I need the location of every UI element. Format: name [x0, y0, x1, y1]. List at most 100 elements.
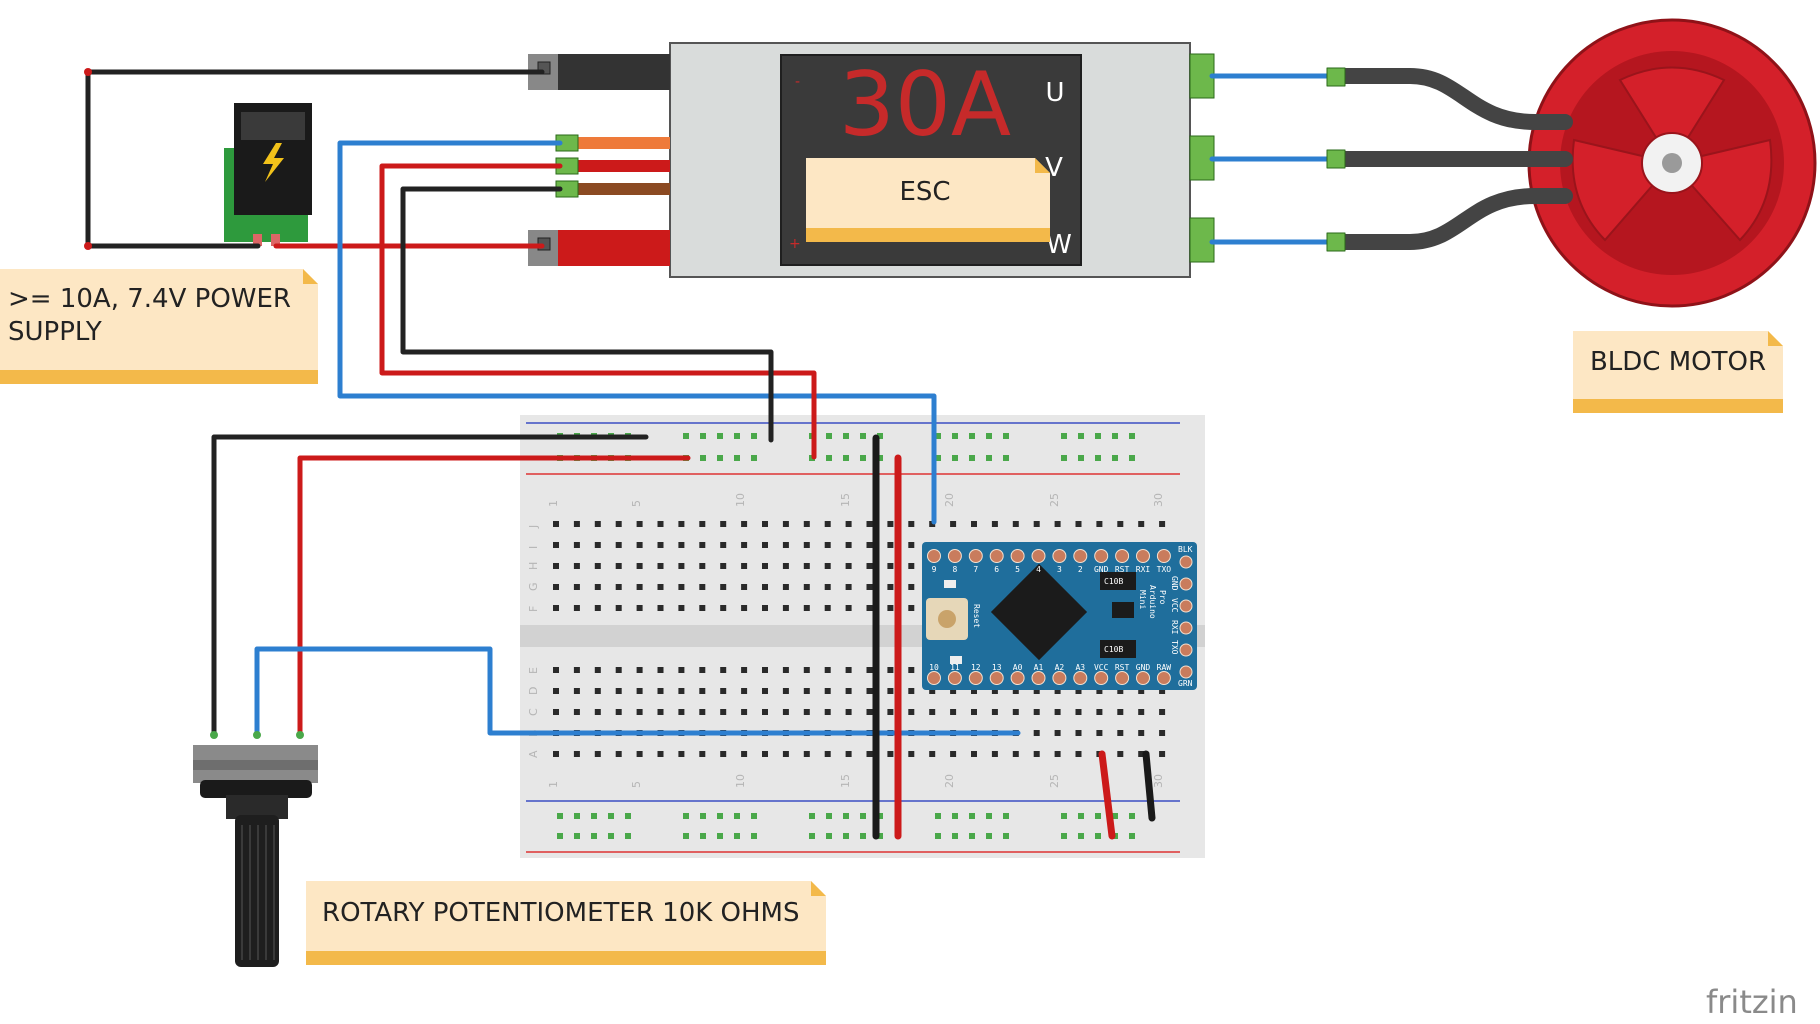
rail-hole [1095, 813, 1101, 819]
microcontroller-chip [990, 563, 1088, 661]
breadboard-hole [887, 521, 894, 527]
rail-hole [1129, 813, 1135, 819]
breadboard-hole [845, 563, 852, 569]
rail-hole [683, 833, 689, 839]
board-text: Arduino [1148, 585, 1157, 619]
arduino-top-pin-label: RXI [1136, 565, 1151, 574]
breadboard-hole [636, 605, 643, 611]
bldc-motor [1527, 18, 1817, 308]
rail-hole [935, 455, 941, 461]
cap-label-bottom: C10B [1104, 645, 1123, 654]
side-label: RXI [1170, 620, 1179, 635]
breadboard-hole [824, 751, 831, 757]
breadboard-hole [950, 521, 957, 527]
esc-bec-positive-lead [576, 160, 670, 172]
rail-hole [809, 813, 815, 819]
rail-hole [751, 433, 757, 439]
breadboard-hole [824, 584, 831, 590]
breadboard-hole [887, 751, 894, 757]
rail-hole [683, 433, 689, 439]
breadboard-hole [845, 542, 852, 548]
arduino-bottom-pin [1094, 671, 1109, 685]
breadboard-hole [741, 605, 748, 611]
pot-ground-wire [211, 434, 649, 738]
rail-hole [700, 433, 706, 439]
rail-hole [860, 455, 866, 461]
esc-label-note: ESC [806, 158, 1050, 242]
rail-hole [986, 433, 992, 439]
esc-rating: 30A [839, 53, 1011, 156]
bb-col-label: 30 [1152, 493, 1165, 507]
bb-row-label: H [527, 562, 540, 570]
breadboard-hole [929, 709, 936, 715]
breadboard-hole [720, 667, 727, 673]
arduino-side-pin [1179, 599, 1193, 613]
rail-hole [935, 433, 941, 439]
arduino-bottom-pin [927, 671, 941, 685]
breadboard-hole [824, 542, 831, 548]
breadboard-hole [991, 688, 998, 694]
breadboard-hole [678, 542, 685, 548]
capacitor-top [1100, 572, 1136, 590]
breadboard-hole [741, 709, 748, 715]
arduino-bottom-pin [1136, 671, 1150, 685]
rail-hole [557, 813, 563, 819]
breadboard-hole [657, 563, 664, 569]
board-text: Mini [1138, 590, 1147, 609]
breadboard-hole [699, 751, 706, 757]
breadboard-hole [1159, 688, 1166, 694]
breadboard-hole [866, 605, 873, 611]
breadboard-hole [657, 605, 664, 611]
arduino-top-pin [989, 549, 1004, 563]
breadboard-hole [762, 542, 768, 548]
arduino-bottom-pin [1156, 671, 1171, 685]
breadboard-hole [741, 521, 748, 527]
bb-col-label: 25 [1048, 774, 1061, 788]
fritzing-watermark: fritzin [1706, 983, 1798, 1021]
breadboard-hole [762, 709, 768, 715]
breadboard-hole [1159, 521, 1166, 527]
breadboard-hole [803, 584, 810, 590]
rail-hole [1061, 813, 1067, 819]
breadboard-hole [866, 667, 873, 673]
breadboard-hole [720, 542, 727, 548]
rail-hole [826, 813, 832, 819]
breadboard-hole [1117, 521, 1124, 527]
breadboard-hole [971, 521, 977, 527]
breadboard-column-numbers-bottom: 1 5 10 15 20 25 30 [547, 774, 1165, 788]
side-label: TXO [1170, 640, 1179, 655]
bb-col-label: 5 [630, 500, 643, 507]
arduino-bottom-pin-label: A0 [1013, 663, 1023, 672]
breadboard-hole [553, 667, 559, 673]
breadboard-hole [803, 542, 810, 548]
breadboard-hole [741, 688, 748, 694]
breadboard-hole [866, 751, 873, 757]
bb-row-label: D [527, 687, 540, 695]
breadboard-hole [636, 584, 643, 590]
rail-hole [1078, 833, 1084, 839]
rail-hole [1061, 455, 1067, 461]
breadboard-hole [594, 688, 601, 694]
rail-hole [591, 833, 597, 839]
breadboard-hole [991, 709, 998, 715]
side-label: GND [1170, 576, 1179, 591]
breadboard-hole [908, 688, 915, 694]
arduino-top-pin-label: 6 [994, 565, 999, 574]
arduino-top-pin [1156, 549, 1171, 563]
bb-row-label: A [527, 750, 540, 758]
breadboard-hole [866, 542, 873, 548]
arduino-top-pin [1115, 549, 1130, 563]
rail-hole [969, 813, 975, 819]
arduino-top-pin [1094, 549, 1109, 563]
breadboard-hole [678, 667, 685, 673]
rail-hole [969, 833, 975, 839]
arduino-top-pin [1136, 549, 1150, 563]
breadboard-hole [762, 605, 768, 611]
breadboard-hole [573, 709, 580, 715]
rail-hole [843, 813, 849, 819]
breadboard-hole [553, 584, 559, 590]
rail-hole [826, 833, 832, 839]
arduino-bottom-pin-label: RST [1115, 663, 1130, 672]
